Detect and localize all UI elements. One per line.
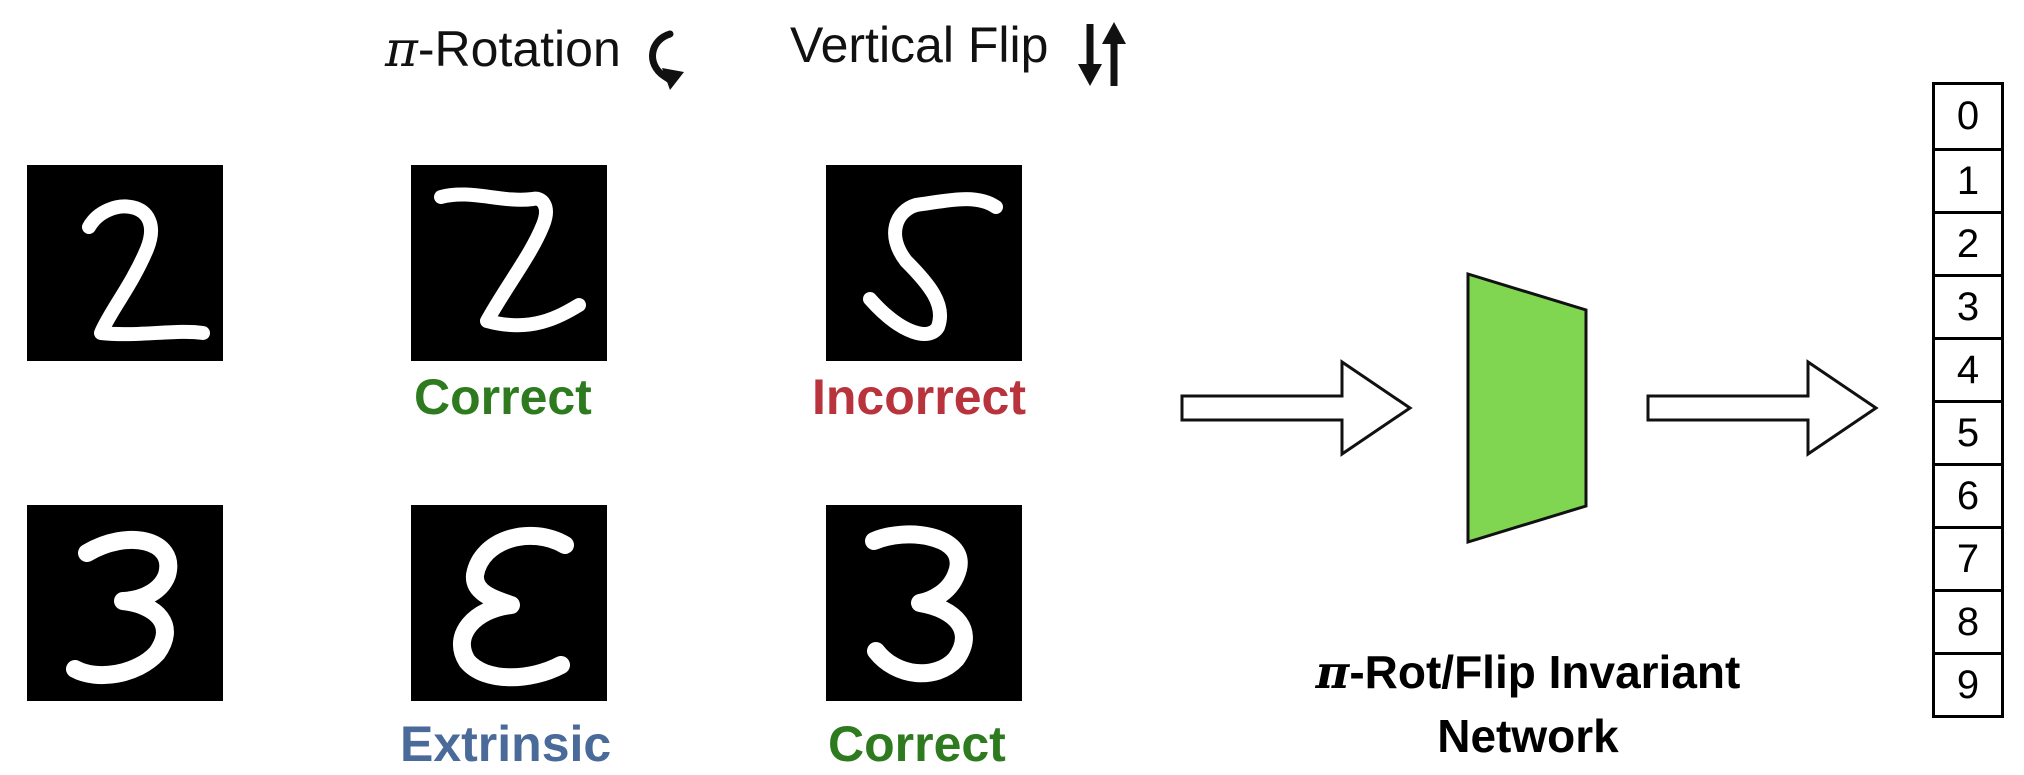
clockwise-hook-arrow-icon — [649, 30, 684, 90]
rotated-digit-2-image — [411, 165, 607, 361]
pi-symbol: π — [1315, 645, 1350, 699]
output-class-cell: 7 — [1935, 526, 2001, 589]
up-down-arrows-icon — [1078, 22, 1126, 86]
network-caption: π-Rot/Flip Invariant Network — [1268, 640, 1788, 768]
output-arrow — [1646, 359, 1879, 457]
row2-rotation-label: Extrinsic — [400, 716, 612, 772]
flip-header-text: Vertical Flip — [790, 17, 1049, 73]
row1-rotation-label: Correct — [414, 369, 592, 425]
output-class-cell: 5 — [1935, 400, 2001, 463]
output-class-cell: 4 — [1935, 337, 2001, 400]
row1-flip-label: Incorrect — [812, 369, 1026, 425]
network-caption-line1: π-Rot/Flip Invariant — [1315, 645, 1741, 699]
rotated-digit-3-image — [411, 505, 607, 701]
pi-symbol: π — [385, 20, 418, 78]
output-class-cell: 3 — [1935, 274, 2001, 337]
original-digit-2-image — [27, 165, 223, 361]
flipped-digit-5-image — [826, 165, 1022, 361]
output-class-cell: 8 — [1935, 589, 2001, 652]
flip-header: Vertical Flip — [790, 16, 1048, 74]
rotation-header: π-Rotation — [385, 20, 621, 78]
flipped-digit-3-image — [826, 505, 1022, 701]
output-class-vector: 0 1 2 3 4 5 6 7 8 9 — [1932, 82, 2004, 718]
output-class-cell: 0 — [1956, 94, 1980, 138]
original-digit-3-image — [27, 505, 223, 701]
output-class-cell: 1 — [1935, 148, 2001, 211]
row2-flip-label: Correct — [828, 716, 1006, 772]
output-class-cell: 2 — [1935, 211, 2001, 274]
network-caption-line2: Network — [1437, 710, 1619, 762]
invariant-network-block — [1466, 271, 1588, 545]
output-class-cell: 6 — [1935, 463, 2001, 526]
output-class-cell: 9 — [1935, 652, 2001, 715]
input-arrow — [1180, 359, 1413, 457]
rotation-header-text: -Rotation — [417, 21, 621, 77]
